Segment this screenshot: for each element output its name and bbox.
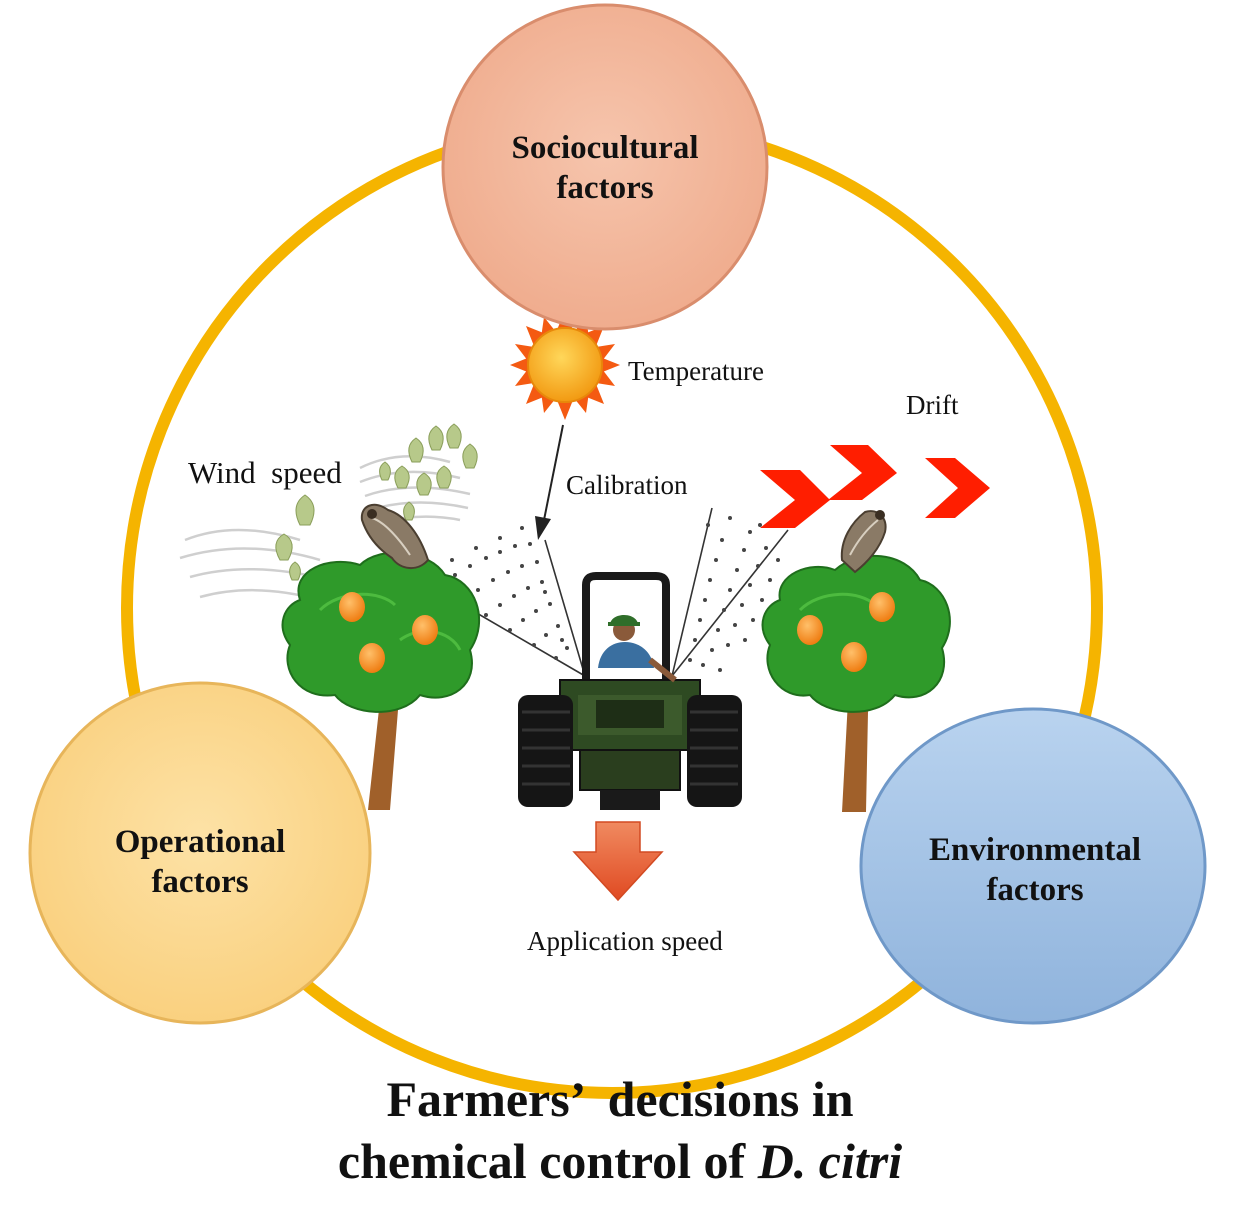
- environmental-line2: factors: [986, 872, 1084, 908]
- psyllid-insect-icon: [360, 503, 430, 569]
- operational-factors-node: [28, 681, 372, 1025]
- down-arrow-icon: [572, 821, 664, 902]
- wind-speed-label: Wind speed: [188, 455, 342, 490]
- sociocultural-factors-node: [441, 3, 769, 331]
- environmental-factors-node: [859, 707, 1207, 1025]
- application-speed-label: Application speed: [527, 926, 723, 956]
- tree-icon-right: [761, 554, 951, 812]
- environmental-line1: Environmental: [928, 832, 1142, 868]
- sociocultural-line2: factors: [556, 170, 654, 206]
- title-species: D. citri: [757, 1133, 903, 1189]
- title-line2: chemical control of D. citri: [0, 1130, 1240, 1192]
- orange-fruit-icon: [339, 592, 438, 673]
- tractor-icon: [518, 572, 742, 810]
- spray-icon: [419, 507, 789, 677]
- psyllid-insect-icon-right: [840, 510, 887, 574]
- title-line2-prefix: chemical control of: [337, 1133, 758, 1189]
- sun-icon: [510, 310, 620, 420]
- leaf-icon: [275, 423, 478, 581]
- farmer-icon: [598, 615, 677, 683]
- drift-label: Drift: [906, 390, 959, 420]
- calibration-label: Calibration: [566, 470, 688, 500]
- calibration-arrow: [535, 424, 564, 540]
- operational-factors-label: Operational factors: [50, 822, 350, 902]
- orange-fruit-icon-right: [797, 592, 895, 672]
- operational-line1: Operational: [114, 824, 286, 860]
- sociocultural-line1: Sociocultural: [511, 130, 699, 166]
- sociocultural-factors-label: Sociocultural factors: [455, 128, 755, 208]
- title-line1: Farmers’ decisions in: [386, 1071, 854, 1127]
- operational-line2: factors: [151, 864, 249, 900]
- spray-droplets: [438, 516, 780, 672]
- drift-arrow-icon: [760, 445, 990, 528]
- diagram-title: Farmers’ decisions in chemical control o…: [0, 1068, 1240, 1192]
- temperature-label: Temperature: [628, 356, 765, 386]
- environmental-factors-label: Environmental factors: [885, 830, 1185, 910]
